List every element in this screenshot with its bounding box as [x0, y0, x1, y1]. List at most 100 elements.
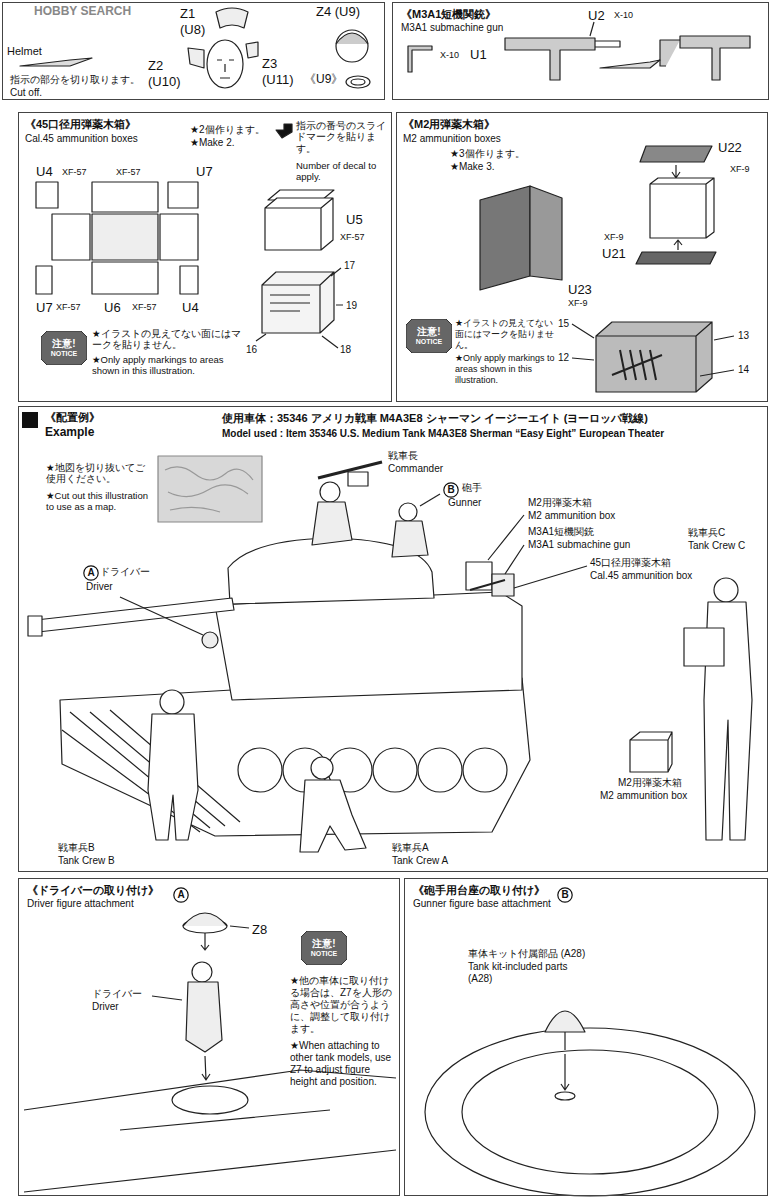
note-text: 砲手: [462, 482, 482, 494]
part-number: U1: [470, 47, 487, 63]
panel-heading: Example: [45, 425, 94, 439]
reference-letter: A: [87, 567, 94, 579]
badge-shape: [41, 331, 87, 365]
note-text: 45口径用弾薬木箱: [590, 557, 671, 569]
part-number: Z3: [262, 56, 277, 72]
note-text: ★Only apply markings to areas shown in t…: [455, 353, 555, 385]
notice-text: 注意!: [52, 338, 75, 350]
note-text: Tank Crew A: [392, 855, 448, 867]
part-number: U6: [104, 300, 121, 316]
note-text: ★イラストの見えてない面にはマークを貼りません。: [455, 318, 555, 350]
reference-circle: A: [83, 565, 99, 581]
note-text: M3A1短機関銃: [528, 526, 594, 538]
panel-heading: M3A1 submachine gun: [401, 22, 503, 34]
panel-heading: Driver figure attachment: [27, 898, 134, 910]
note-text: 使用車体：35346 アメリカ戦車 M4A3E8 シャーマン イージーエイト (…: [222, 412, 648, 425]
note-text: Model used : Item 35346 U.S. Medium Tank…: [222, 428, 664, 440]
part-number: Z2: [148, 58, 163, 74]
part-number: U22: [718, 140, 742, 156]
part-number: XF-9: [730, 164, 750, 175]
note-text: M3A1 submachine gun: [528, 539, 630, 551]
decal-number: 19: [346, 300, 357, 312]
reference-letter: B: [447, 484, 454, 496]
note-text: 戦車兵B: [58, 842, 95, 854]
panel-heading: 《配置例》: [45, 411, 100, 424]
reference-circle: B: [443, 482, 459, 498]
note-text: Number of decal to apply.: [296, 160, 388, 183]
notice-text: 注意!: [312, 938, 335, 950]
note-text: Cut off.: [10, 87, 42, 99]
part-number: U2: [588, 8, 605, 24]
panel-heading: M2 ammunition boxes: [403, 133, 501, 145]
part-number: Z8: [252, 922, 267, 938]
notice-text: NOTICE: [51, 350, 77, 358]
circle-outline: [558, 888, 572, 902]
notice-text: NOTICE: [311, 950, 337, 958]
note-text: Driver: [86, 581, 113, 593]
circle-outline: [174, 888, 188, 902]
part-number: (U8): [180, 22, 205, 38]
part-number: Z4 (U9): [316, 4, 360, 20]
part-number: XF-57: [62, 167, 87, 178]
reference-letter: A: [177, 889, 184, 901]
note-text: 車体キット付属部品 (A28): [468, 948, 585, 960]
decal-number: 17: [344, 260, 355, 272]
note-text: Tank Crew B: [58, 855, 115, 867]
decal-number: 18: [340, 344, 351, 356]
reference-letter: B: [561, 889, 568, 901]
part-number: XF-57: [340, 232, 365, 243]
note-text: M2用弾薬木箱: [618, 777, 682, 789]
part-number: U7: [36, 300, 53, 316]
part-number: XF-57: [56, 302, 81, 313]
instruction-panel: 《砲手用台座の取り付け》Gunner figure base attachmen…: [404, 878, 768, 1196]
watermark: HOBBY SEARCH: [34, 4, 131, 18]
decal-number: 12: [558, 352, 569, 364]
part-number: U4: [36, 164, 53, 180]
note-text: ドライバー: [100, 566, 150, 578]
note-text: ★Make 2.: [190, 137, 235, 149]
badge-shape: [301, 931, 347, 965]
note-text: Cal.45 ammunition box: [590, 570, 692, 582]
decal-number: 16: [246, 344, 257, 356]
note-text: 指示の番号のスライドマークを貼ります。: [296, 120, 388, 154]
note-text: Gunner: [448, 497, 481, 509]
note-text: Tank kit-included parts (A28): [468, 961, 588, 985]
note-text: ★Cut out this illustration to use as a m…: [46, 490, 150, 513]
part-number: U4: [182, 300, 199, 316]
note-text: ★3個作ります。: [450, 148, 525, 160]
note-text: ★Only apply markings to areas shown in t…: [92, 354, 242, 377]
notice-badge: 注意!NOTICE: [301, 931, 347, 965]
part-number: U23: [568, 282, 592, 298]
decal-number: 14: [738, 364, 749, 376]
instruction-panel: 《ドライバーの取り付け》Driver figure attachment A 注意!…: [18, 878, 400, 1196]
note-text: 指示の部分を切り取ります。: [10, 74, 140, 86]
note-text: Tank Crew C: [688, 540, 745, 552]
part-number: XF-57: [132, 302, 157, 313]
reference-circle: B: [557, 887, 573, 903]
line-art: [20, 8, 755, 1196]
note-text: Driver: [92, 1001, 119, 1013]
part-number: XF-9: [604, 232, 624, 243]
part-number: X-10: [440, 50, 459, 61]
part-number: Z1: [180, 6, 195, 22]
panel-heading: 《ドライバーの取り付け》: [27, 884, 159, 897]
panel-heading: Gunner figure base attachment: [413, 898, 573, 910]
part-number: U5: [346, 212, 363, 228]
note-text: 戦車兵C: [688, 527, 725, 539]
part-number: U7: [196, 164, 213, 180]
note-text: ★Make 3.: [450, 161, 495, 173]
part-number: 《U9》: [304, 72, 343, 86]
part-number: XF-57: [116, 167, 141, 178]
circle-outline: [84, 566, 98, 580]
part-number: XF-9: [568, 298, 588, 309]
instruction-panel: 《配置例》ExampleA B: [18, 406, 768, 872]
panel-heading: Cal.45 ammunition boxes: [25, 133, 138, 145]
part-number: U21: [602, 246, 626, 262]
part-number: (U11): [262, 72, 294, 88]
notice-text: NOTICE: [416, 338, 442, 346]
note-text: ★2個作ります。: [190, 124, 265, 136]
notice-text: 注意!: [417, 326, 440, 338]
decal-number: 15: [558, 318, 569, 330]
note-text: M2用弾薬木箱: [528, 497, 592, 509]
notice-badge: 注意!NOTICE: [406, 319, 452, 353]
